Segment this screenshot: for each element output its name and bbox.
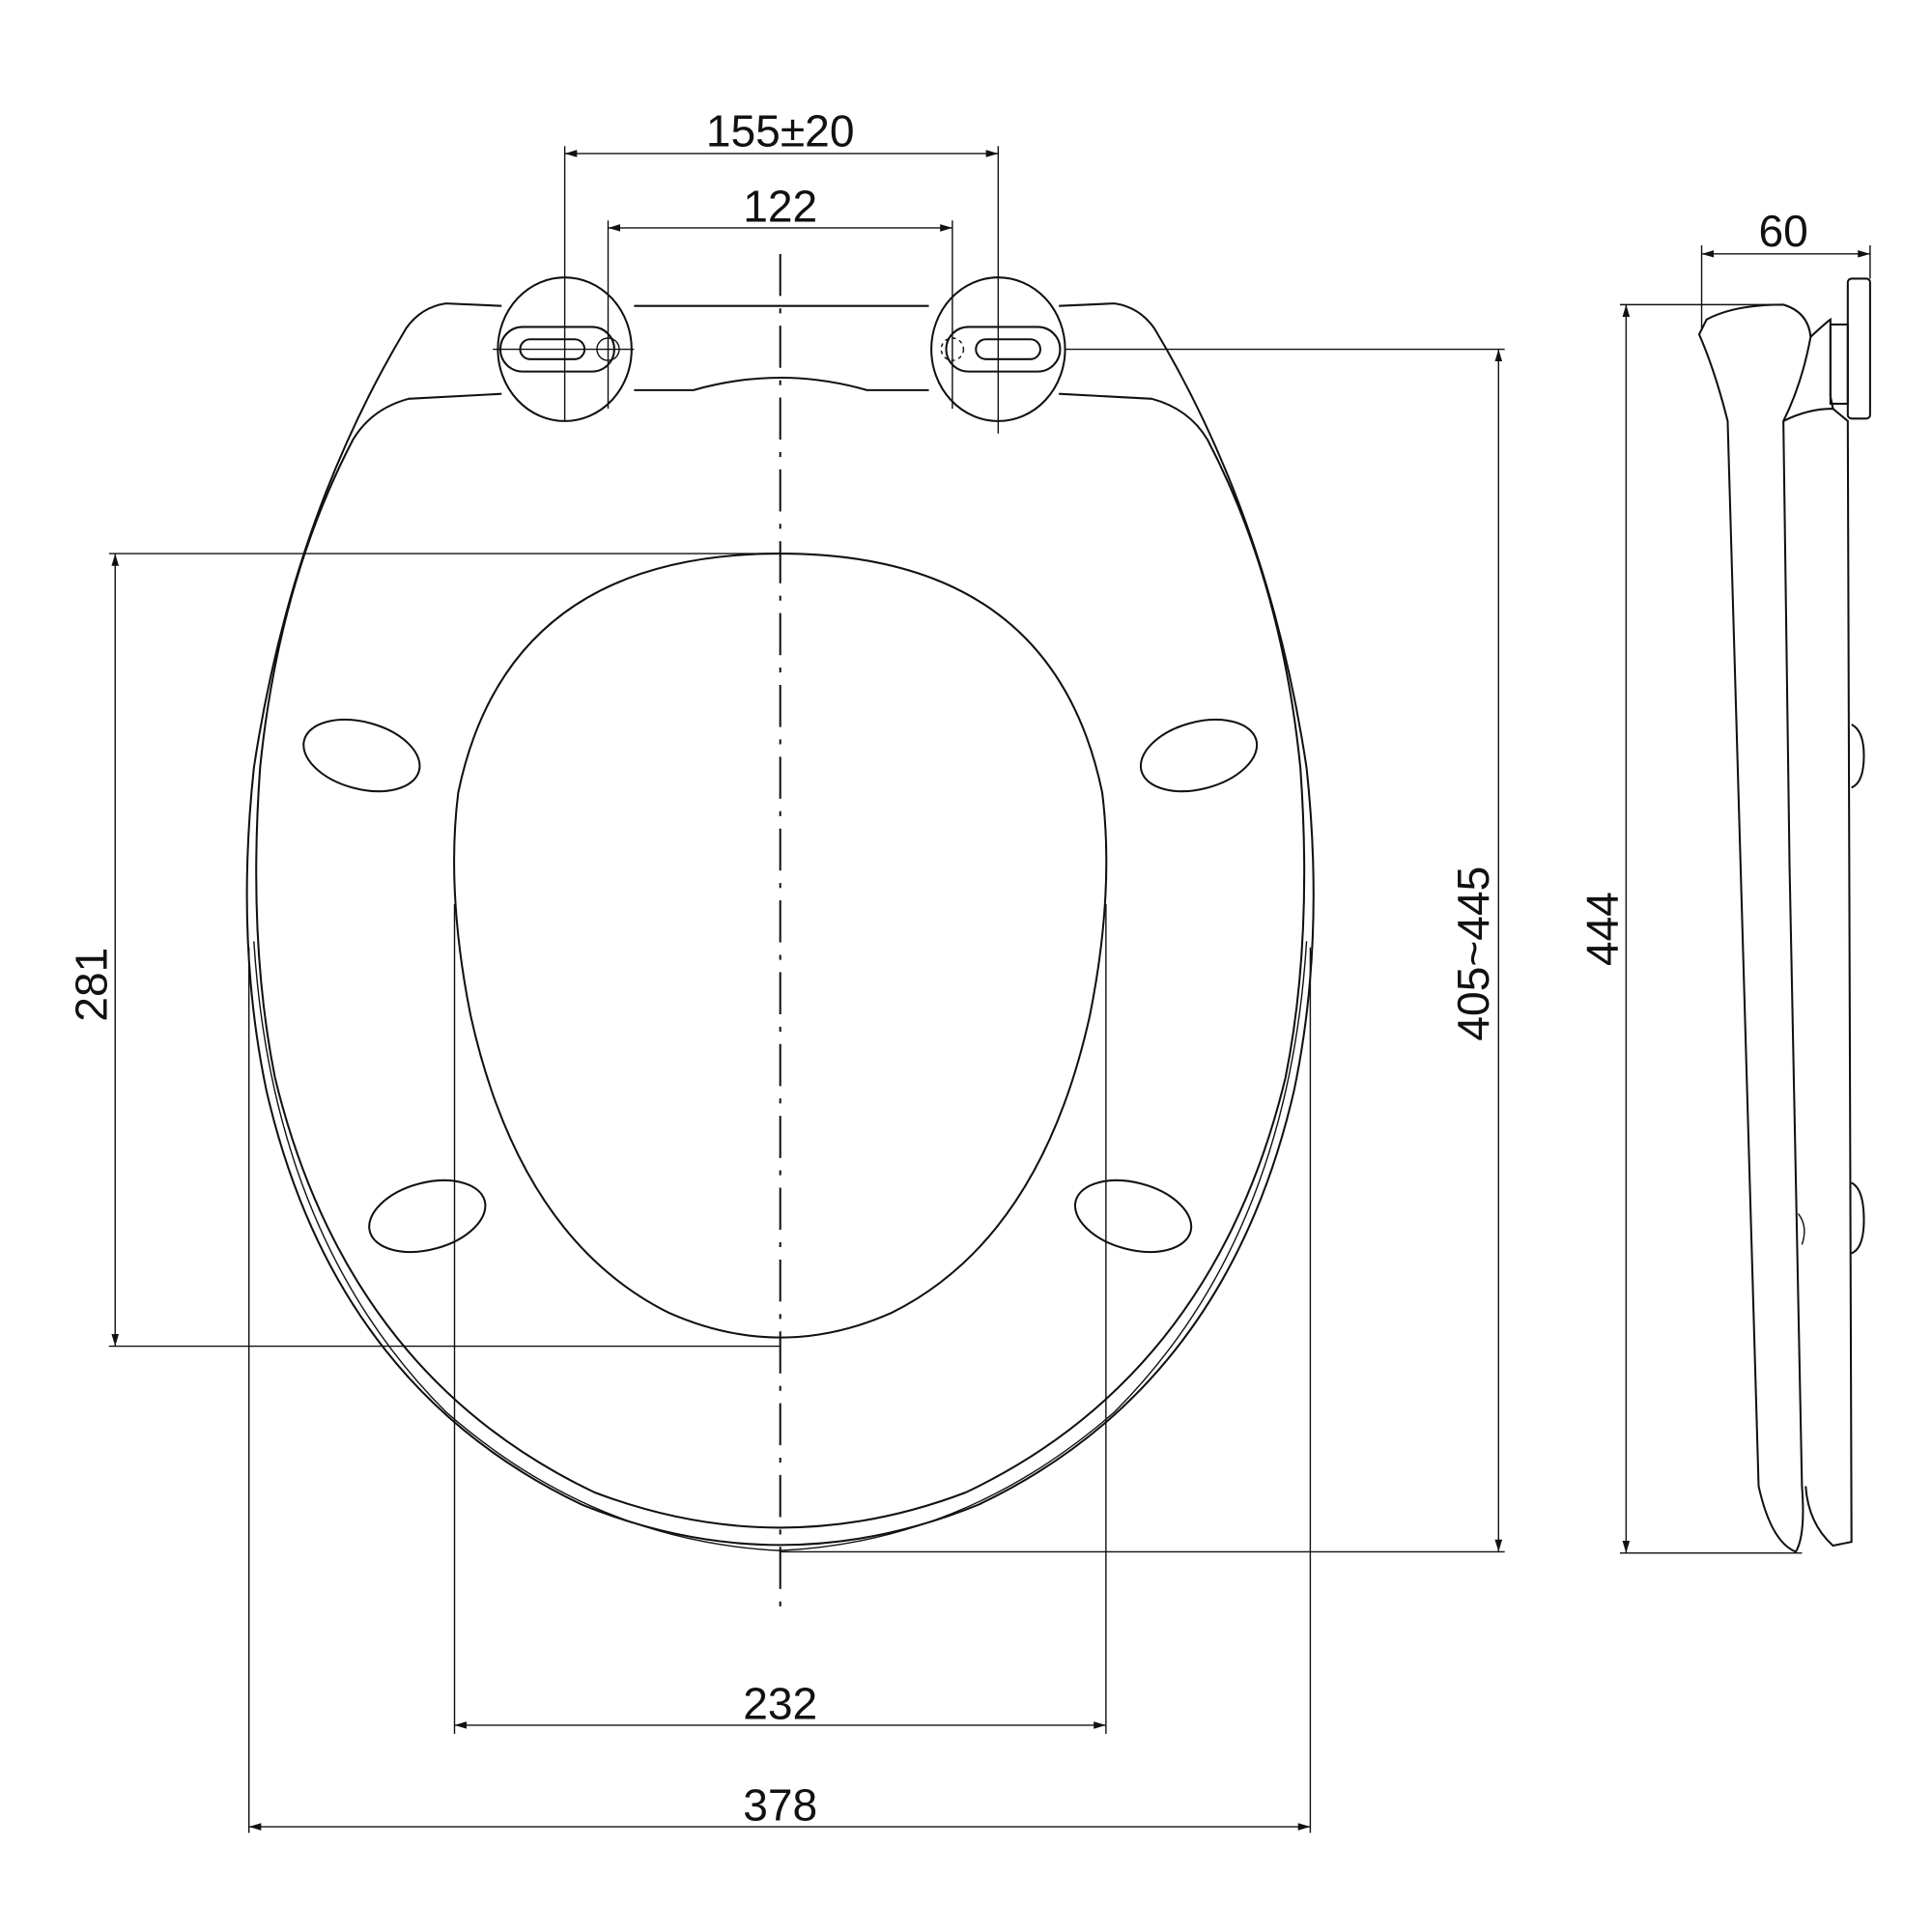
bumper-bottom-right bbox=[1073, 1179, 1193, 1254]
dim-label: 60 bbox=[1758, 206, 1807, 256]
dimension-overall-width: 378 bbox=[247, 947, 1312, 1833]
dim-label: 122 bbox=[743, 181, 817, 231]
dimension-fixing-to-front: 405~445 bbox=[780, 348, 1505, 1553]
dim-label: 155±20 bbox=[706, 105, 855, 156]
seat-outer-outline bbox=[245, 302, 1315, 1547]
dim-label: 281 bbox=[66, 948, 116, 1022]
dimension-hinge-spacing: 155±20 bbox=[563, 105, 1000, 434]
dim-label: 232 bbox=[743, 1678, 817, 1728]
seat-top-view bbox=[245, 253, 1315, 1610]
dim-label: 405~445 bbox=[1448, 867, 1498, 1041]
dimension-side-depth: 60 bbox=[1700, 206, 1871, 328]
bumper-top-right bbox=[1139, 718, 1259, 793]
dimension-opening-length: 281 bbox=[66, 553, 781, 1348]
dim-label: 378 bbox=[743, 1780, 817, 1831]
seat-side-view bbox=[1697, 277, 1871, 1553]
hinge-bar bbox=[634, 304, 929, 391]
seat-inner-outline bbox=[255, 392, 1306, 1529]
dimension-overall-length: 444 bbox=[1577, 303, 1803, 1554]
hinge-left bbox=[493, 276, 635, 422]
dim-label: 444 bbox=[1577, 892, 1627, 966]
bumper-top-left bbox=[302, 718, 421, 793]
bumper-bottom-left bbox=[368, 1179, 487, 1254]
dimension-opening-width: 232 bbox=[453, 903, 1107, 1734]
dimension-hinge-inner: 122 bbox=[607, 181, 953, 410]
